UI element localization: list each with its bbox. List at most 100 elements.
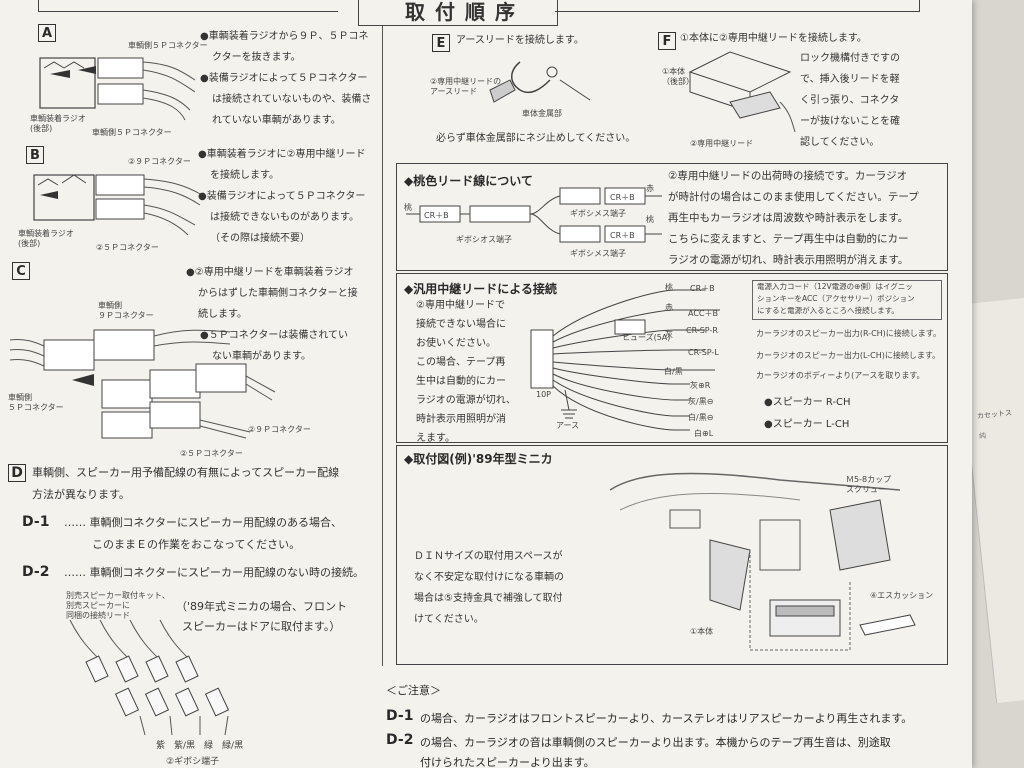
title-band [358,0,558,26]
install-screw-1: Ｍ5-8カップ [846,475,892,484]
general-lead-text: ②専用中継リードで 接続できない場合に お使いください。 この場合、テープ再 生… [416,296,516,448]
step-f-line: 認してください。 [800,137,880,148]
step-f-text: ロック機構付きですの で、挿入後リードを軽 く引っ張り、コネクタ ーが抜けないこ… [800,48,900,153]
peach-lead-section [396,163,948,271]
general-line: えます。 [416,433,455,444]
step-e-callout-lead-1: ②専用中継リードの [430,77,502,86]
step-c-illustration [9,329,276,439]
step-c-callout-r5: ②５Ｐコネクター [180,449,243,458]
general-line: この場合、テープ再 [416,357,506,368]
wire-color-gray: 灰 [665,330,673,339]
general-line: 生中は自動的にカー [416,376,506,387]
step-f-callout-main-2: （後部） [662,77,694,86]
power-desc-line: 電源入力コード（12V電源の⊕側）はイグニッ [757,282,913,291]
peach-lead-text: ②専用中継リードの出荷時の接続です。カーラジオ が時計付の場合はこのまま使用して… [668,166,919,271]
install-line: 場合は⑤支持金具で補強して取付 [414,593,563,604]
step-a-label: A [38,24,56,42]
step-f-line: ーが抜けないことを確 [800,116,900,127]
peach-label-peach: 桃 [404,203,412,212]
step-a-line: クターを抜きます。 [212,52,301,63]
wire-label-gray-black: 灰/黒⊖ [688,397,714,406]
step-d2-callout-3: 同梱の接続リード [66,611,130,620]
step-b-line: （その際は接続不要） [210,233,310,244]
peach-lead-title: ◆桃色リード線について [404,174,533,188]
wire-label-white-l: 白⊕L [694,429,714,438]
desc-body: カーラジオのボディーより(アースを取ります。 [756,371,925,380]
peach-line: こちらに変えますと、テープ再生中は自動的にカー [668,233,909,245]
step-d1-line-1: …… 車輌側コネクターにスピーカー用配線のある場合、 [64,516,343,529]
step-c-line: ●５Ｐコネクターは装備されてい [200,330,349,341]
step-f-line: ロック機構付きですの [800,53,900,64]
install-title: ◆取付図(例)'89年型ミニカ [404,452,553,466]
adjacent-sheet-text: カセットス [976,408,1013,421]
peach-label-crb: CR＋B [424,211,449,220]
step-d2-callout-1: 別売スピーカー取付キット、 [66,591,170,600]
peach-label-female-2: ギボシメス端子 [570,249,626,258]
step-e-callout-lead-2: アースリード [430,87,478,96]
page-title: 取付順序 [405,0,525,24]
step-d-line-1: 車輌側、スピーカー用予備配線の有無によってスピーカー配線 [32,466,340,479]
step-f-line: く引っ張り、コネクタ [800,95,900,106]
general-lead-section [396,273,948,443]
step-c-callout-r9: ②９Ｐコネクター [248,425,311,434]
step-d2-gibosi: ②ギボシ端子 [166,757,220,767]
step-d-line-2: 方法が異なります。 [32,488,130,501]
speaker-l: ●スピーカー L-CH [764,419,850,430]
top-frame-left [38,0,338,12]
step-d-label: D [8,464,26,482]
install-illustration [609,472,916,651]
install-escutcheon: ④エスカッション [870,591,934,600]
pin-label: 10P [536,390,552,399]
wire-label-cr-sp-r: CR-SP-R [686,326,718,335]
step-c-text: ●②専用中継リードを車輌装着ラジオ からはずした車輌側コネクターと接 続します。… [186,262,358,367]
peach-line: ②専用中継リードの出荷時の接続です。カーラジオ [668,170,908,182]
step-c-line: ない車輌があります。 [212,351,311,362]
step-c-callout-5p-b: ５Ｐコネクター [8,403,64,412]
step-b-callout-radio-sub: (後部) [18,239,41,248]
step-e-callout-body: 車体金属部 [522,109,562,118]
general-line: 時計表示用照明が消 [416,414,506,425]
step-c-callout-9p-b: ９Ｐコネクター [98,311,154,320]
notes-d1: の場合、カーラジオはフロントスピーカーより、カーステレオはリアスピーカーより再生… [420,712,913,725]
step-b-callout-bottom: ②５Ｐコネクター [96,243,159,252]
peach-line: ラジオの電源が切れ、時計表示用照明が消えます。 [668,254,909,266]
install-line: けてください。 [414,614,484,625]
step-a-illustration [39,57,196,121]
notes-title: ＜ご注意＞ [386,684,441,697]
step-d1-label: D-1 [22,514,50,530]
power-desc-line: ションキーをACC（アクセサリー）ポジション [757,294,915,303]
step-d2-note-1: （'89年式ミニカの場合、フロント [176,600,348,613]
notes-d2b: 付けられたスピーカーより出ます。 [420,756,595,768]
general-line: お使いください。 [416,338,496,349]
wire-label-white-black: 白/黒⊖ [688,413,714,422]
install-text: ＤＩＮサイズの取付用スペースが なく不安定な取付けになる車輌の 場合は⑤支持金具… [414,546,564,630]
step-d2-note-2: スピーカーはドアに取付ます。） [182,620,341,633]
step-e-text: アースリードを接続します。 [456,35,584,46]
peach-label-male: ギボシオス端子 [456,235,512,244]
step-b-line: は接続できないものがあります。 [210,212,359,223]
notes-d2-label: D-2 [386,732,414,748]
general-line: ラジオの電源が切れ、 [416,395,516,406]
step-b-text: ●車輌装着ラジオに②専用中継リード を接続します。 ●装備ラジオによって５Ｐコネ… [198,144,366,249]
step-a-callout-top: 車輌側５Ｐコネクター [128,41,208,50]
step-e-note: 必らず車体金属部にネジ止めしてください。 [436,133,636,144]
step-e-illustration [489,61,591,103]
peach-label-peach-2: 桃 [646,215,654,224]
step-b-illustration [33,174,203,236]
peach-label-red: 赤 [646,184,654,193]
step-d2-callout-2: 別売スピーカーに [66,601,130,610]
step-c-line: からはずした車輌側コネクターと接 [198,288,358,299]
power-desc-box: 電源入力コード（12V電源の⊕側）はイグニッ ションキーをACC（アクセサリー）… [752,280,942,320]
step-f-line: ①本体に②専用中継リードを接続します。 [680,33,867,44]
wire-label-gray-r: 灰⊕R [690,381,711,390]
step-a-callout-radio-sub: (後部) [30,124,53,133]
step-a-callout-radio: 車輌装着ラジオ [30,114,86,123]
step-b-line: を接続します。 [210,170,279,181]
peach-label-female: ギボシメス端子 [570,209,626,218]
wire-color-white-black: 白/黒 [664,367,683,376]
peach-label-crb-bottom: CR＋B [610,231,635,240]
step-c-callout-5p-a: 車輌側 [8,393,32,402]
step-a-line: は接続されていないものや、装備さ [212,94,372,105]
step-a-callout-bottom: 車輌側５Ｐコネクター [92,128,172,137]
step-f-callout-lead: ②専用中継リード [690,139,754,148]
